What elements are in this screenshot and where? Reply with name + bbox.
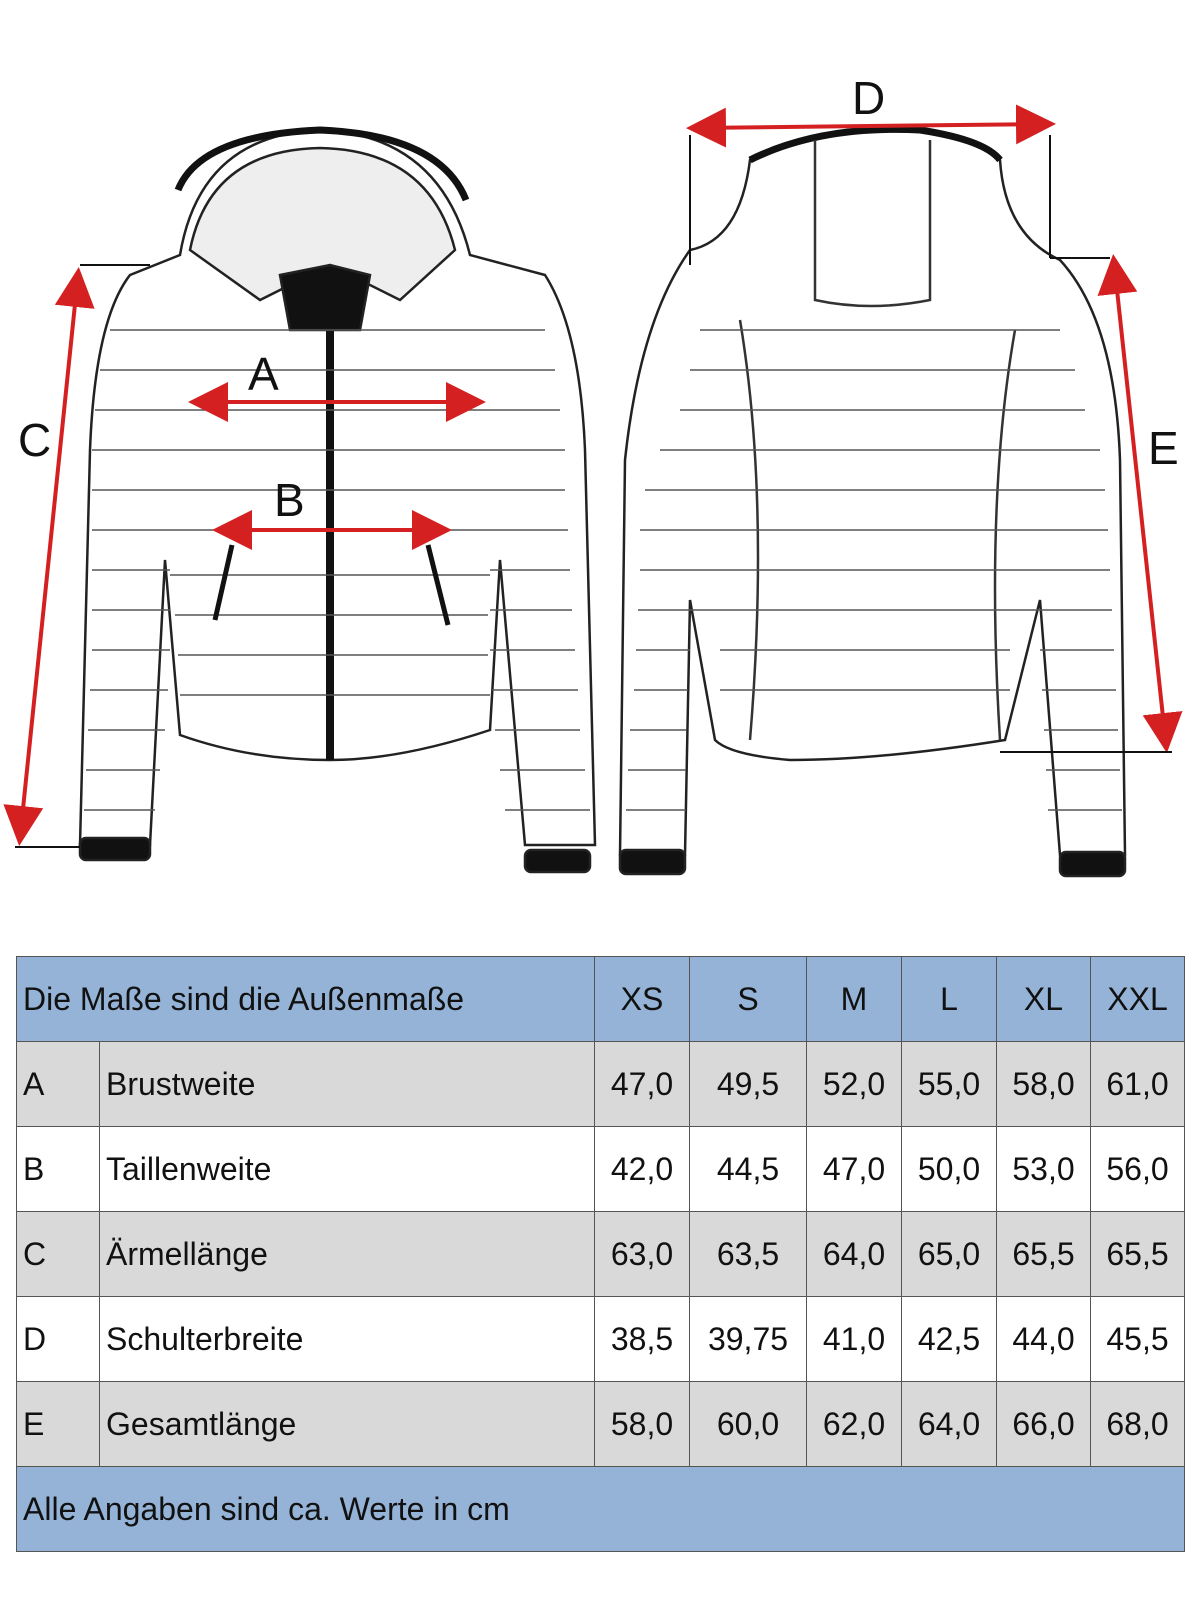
table-row: C Ärmellänge 63,0 63,5 64,0 65,0 65,5 65… — [16, 1211, 1185, 1297]
jacket-measurement-diagram: A B C D E — [3, 72, 1183, 878]
arrow-e — [1097, 254, 1183, 753]
size-table: Die Maße sind die Außenmaße XS S M L XL … — [16, 956, 1185, 1552]
cell: 47,0 — [594, 1041, 690, 1127]
measurement-arrows — [3, 104, 1183, 846]
cell: 68,0 — [1090, 1381, 1185, 1467]
row-key: D — [16, 1296, 100, 1382]
row-name: Schulterbreite — [99, 1296, 595, 1382]
cell: 58,0 — [996, 1041, 1091, 1127]
size-header: XL — [996, 956, 1091, 1042]
cell: 50,0 — [901, 1126, 997, 1212]
cell: 65,5 — [996, 1211, 1091, 1297]
cell: 63,0 — [594, 1211, 690, 1297]
cell: 49,5 — [689, 1041, 807, 1127]
cell: 60,0 — [689, 1381, 807, 1467]
front-jacket-drawing — [78, 126, 597, 874]
row-key: A — [16, 1041, 100, 1127]
cell: 44,5 — [689, 1126, 807, 1212]
cell: 65,5 — [1090, 1211, 1185, 1297]
cell: 39,75 — [689, 1296, 807, 1382]
cell: 45,5 — [1090, 1296, 1185, 1382]
row-key: E — [16, 1381, 100, 1467]
size-header: XXL — [1090, 956, 1185, 1042]
label-b: B — [274, 474, 305, 526]
size-header: XS — [594, 956, 690, 1042]
table-row: B Taillenweite 42,0 44,5 47,0 50,0 53,0 … — [16, 1126, 1185, 1212]
arrow-d — [686, 104, 1056, 148]
arrow-c — [3, 267, 95, 846]
table-row: D Schulterbreite 38,5 39,75 41,0 42,5 44… — [16, 1296, 1185, 1382]
cell: 65,0 — [901, 1211, 997, 1297]
cell: 64,0 — [806, 1211, 902, 1297]
cell: 66,0 — [996, 1381, 1091, 1467]
table-row: A Brustweite 47,0 49,5 52,0 55,0 58,0 61… — [16, 1041, 1185, 1127]
cell: 42,0 — [594, 1126, 690, 1212]
cell: 38,5 — [594, 1296, 690, 1382]
guide-lines — [15, 135, 1172, 848]
table-row: E Gesamtlänge 58,0 60,0 62,0 64,0 66,0 6… — [16, 1381, 1185, 1467]
table-header-row: Die Maße sind die Außenmaße XS S M L XL … — [16, 956, 1185, 1042]
size-header: S — [689, 956, 807, 1042]
cell: 64,0 — [901, 1381, 997, 1467]
cell: 63,5 — [689, 1211, 807, 1297]
row-name: Ärmellänge — [99, 1211, 595, 1297]
cell: 42,5 — [901, 1296, 997, 1382]
cell: 58,0 — [594, 1381, 690, 1467]
cell: 62,0 — [806, 1381, 902, 1467]
label-e: E — [1148, 422, 1179, 474]
cell: 53,0 — [996, 1126, 1091, 1212]
table-footer: Alle Angaben sind ca. Werte in cm — [16, 1466, 1185, 1552]
cell: 41,0 — [806, 1296, 902, 1382]
cell: 44,0 — [996, 1296, 1091, 1382]
row-name: Taillenweite — [99, 1126, 595, 1212]
size-header: L — [901, 956, 997, 1042]
cell: 47,0 — [806, 1126, 902, 1212]
row-key: C — [16, 1211, 100, 1297]
label-a: A — [248, 348, 279, 400]
cell: 61,0 — [1090, 1041, 1185, 1127]
cell: 52,0 — [806, 1041, 902, 1127]
size-header: M — [806, 956, 902, 1042]
cell: 55,0 — [901, 1041, 997, 1127]
table-title: Die Maße sind die Außenmaße — [16, 956, 595, 1042]
table-footer-row: Alle Angaben sind ca. Werte in cm — [16, 1466, 1185, 1552]
row-key: B — [16, 1126, 100, 1212]
label-d: D — [852, 72, 885, 124]
row-name: Gesamtlänge — [99, 1381, 595, 1467]
row-name: Brustweite — [99, 1041, 595, 1127]
label-c: C — [18, 414, 51, 466]
cell: 56,0 — [1090, 1126, 1185, 1212]
